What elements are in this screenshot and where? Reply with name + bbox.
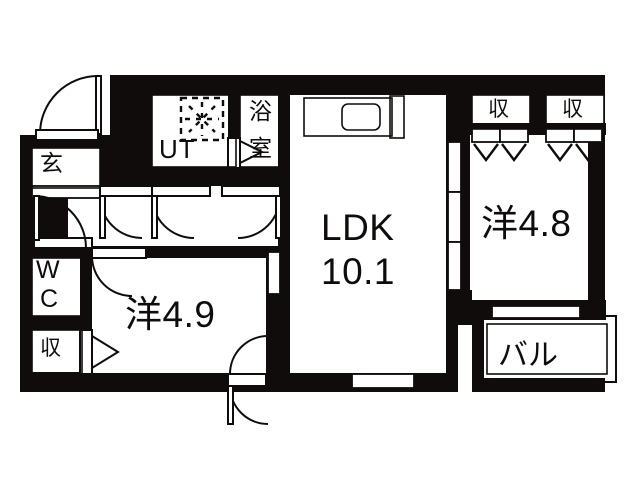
windows	[31, 141, 581, 389]
room48-floor	[470, 135, 588, 305]
room49-door	[227, 335, 269, 425]
entry-door	[35, 75, 102, 141]
ldk-floor	[286, 95, 446, 373]
balcony-floor	[484, 320, 614, 378]
closet-c-door	[79, 329, 120, 375]
hall-door-right	[221, 185, 282, 239]
ut-door	[151, 185, 211, 239]
wc-door	[33, 195, 93, 249]
ldk-room48-slider-panel3	[447, 241, 462, 291]
room49-floor	[92, 258, 266, 373]
room-interiors	[32, 95, 614, 378]
genkan-hall-door	[99, 185, 159, 239]
interior-outlines	[31, 94, 605, 375]
doors	[33, 75, 603, 425]
ldk-hall-door	[91, 247, 147, 297]
ldk-window	[351, 373, 415, 389]
closet-b-fold	[545, 127, 603, 162]
ldk-room48-slider-panel2	[447, 191, 462, 243]
genkan-floor	[32, 148, 100, 186]
balcony-door	[491, 305, 581, 319]
closet-a-fold	[471, 127, 529, 162]
ut-floor	[152, 95, 236, 167]
washing-machine-space	[179, 96, 225, 142]
ldk-room48-slider-panel1	[447, 141, 462, 193]
room49-ldk-slider	[267, 251, 281, 295]
kitchen-counter	[303, 95, 405, 139]
